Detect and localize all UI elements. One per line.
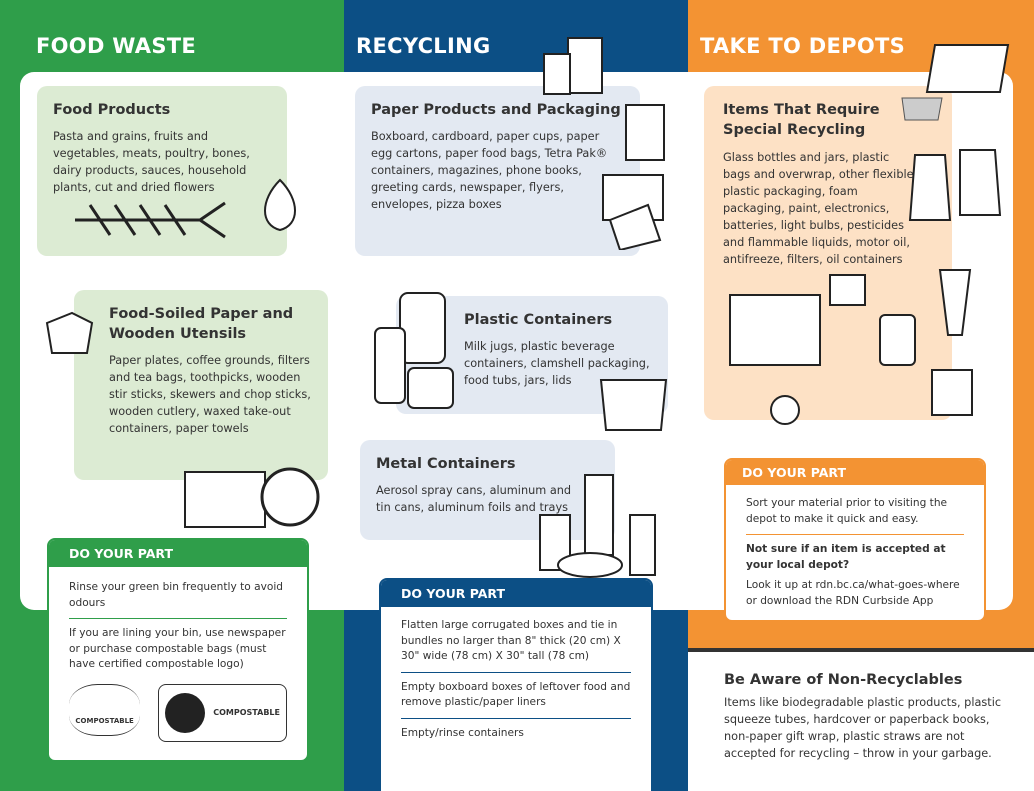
paper-products-title: Paper Products and Packaging [371,102,621,118]
metal-containers-box: Metal Containers Aerosol spray cans, alu… [360,440,615,540]
compostable-logo: COMPOSTABLE [69,683,141,736]
depots-title: TAKE TO DEPOTS [700,34,906,58]
paper-towel-illustration [180,452,320,532]
food-dyp-item: If you are lining your bin, use newspape… [69,618,287,680]
food-do-your-part: DO YOUR PART Rinse your green bin freque… [47,538,309,762]
cans-illustration [530,455,670,585]
food-soiled-title: Food-Soiled Paper and Wooden Utensils [109,306,294,342]
takeout-box-illustration [42,308,97,358]
special-recycling-title: Items That Require Special Recycling [723,102,880,139]
food-soiled-text: Paper plates, coffee grounds, filters an… [109,354,311,435]
food-soiled-box: Food-Soiled Paper and Wooden Utensils Pa… [74,290,328,480]
recycling-do-your-part: DO YOUR PART Flatten large corrugated bo… [379,578,653,791]
special-recycling-text: Glass bottles and jars, plastic bags and… [723,150,914,266]
paper-bag-illustration [540,30,610,100]
plastic-containers-text: Milk jugs, plastic beverage containers, … [464,340,650,388]
food-tub-illustration [596,375,681,435]
paper-products-box: Paper Products and Packaging Boxboard, c… [355,86,640,256]
food-dyp-item: Rinse your green bin frequently to avoid… [69,581,284,609]
recycling-dyp-title: DO YOUR PART [381,580,651,607]
milk-jug-illustration [370,288,460,418]
depots-do-your-part: DO YOUR PART Sort your material prior to… [724,458,986,622]
food-dyp-title: DO YOUR PART [49,540,307,567]
depots-dyp-item: Sort your material prior to visiting the… [746,497,948,525]
plastic-bags-illustration [905,140,1010,230]
non-recyclables-section: Be Aware of Non-Recyclables Items like b… [724,672,1014,762]
recycling-dyp-item: Empty boxboard boxes of leftover food an… [401,671,631,718]
depots-dyp-title: DO YOUR PART [726,460,984,485]
food-products-text: Pasta and grains, fruits and vegetables,… [53,130,250,195]
food-products-box: Food Products Pasta and grains, fruits a… [37,86,287,256]
laptop-illustration [900,40,1012,122]
food-products-title: Food Products [53,102,171,118]
recycling-dyp-item: Empty/rinse containers [401,717,631,749]
recycling-dyp-item: Flatten large corrugated boxes and tie i… [401,619,621,662]
metal-containers-text: Aerosol spray cans, aluminum and tin can… [376,484,572,515]
certified-compostable-logo: COMPOSTABLE [158,683,287,742]
recycling-title: RECYCLING [356,34,491,58]
fish-bones-illustration [70,195,230,245]
paper-products-text: Boxboard, cardboard, paper cups, paper e… [371,130,608,212]
metal-containers-title: Metal Containers [376,456,516,472]
depots-dyp-link[interactable]: Look it up at rdn.bc.ca/what-goes-where … [746,579,960,607]
depots-dyp-item: Not sure if an item is accepted at your … [746,534,964,575]
non-recyclables-text: Items like biodegradable plastic product… [724,696,1002,760]
onion-illustration [255,175,305,235]
non-recyclables-title: Be Aware of Non-Recyclables [724,672,963,688]
electronics-illustration [700,265,990,435]
food-waste-title: FOOD WASTE [36,34,197,58]
plastic-containers-title: Plastic Containers [464,312,613,328]
magazines-illustration [598,100,673,250]
